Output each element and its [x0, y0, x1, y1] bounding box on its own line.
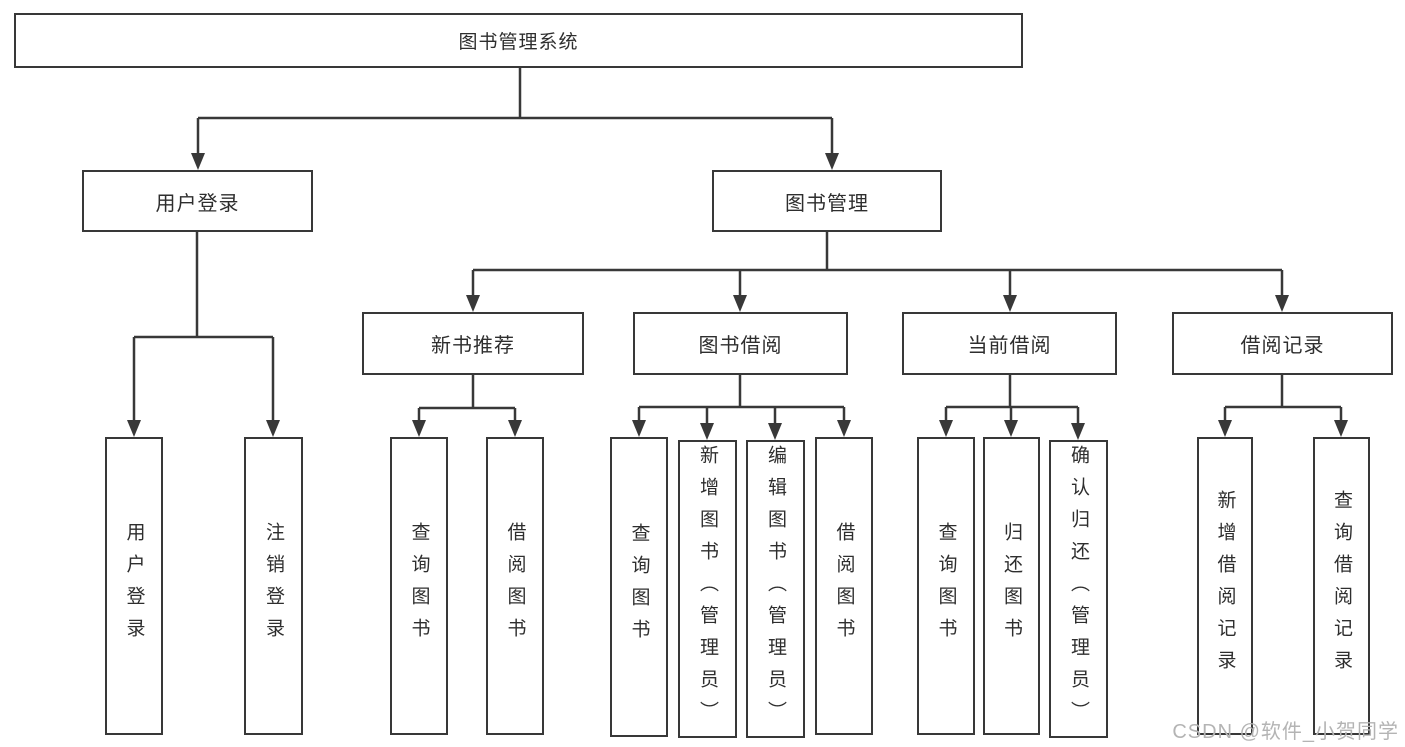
node-label: 新书推荐	[431, 335, 515, 357]
node-book-borrowing: 图书借阅	[633, 312, 848, 375]
node-label: 注销登录	[263, 522, 284, 650]
node-label: 查询图书	[628, 523, 650, 651]
leaf-borrowing-borrow-book: 借阅图书	[815, 437, 873, 735]
node-library-system: 图书管理系统	[14, 13, 1023, 68]
leaf-current-confirm-return-admin: 确认归还（管理员）	[1049, 440, 1108, 738]
leaf-current-return-book: 归还图书	[983, 437, 1040, 735]
node-borrow-records: 借阅记录	[1172, 312, 1393, 375]
leaf-newbook-query-book: 查询图书	[390, 437, 448, 735]
node-label: 查询图书	[408, 522, 430, 650]
leaf-newbook-borrow-book: 借阅图书	[486, 437, 544, 735]
csdn-watermark: CSDN @软件_小贺同学	[1172, 721, 1399, 743]
node-label: 查询图书	[935, 522, 957, 650]
node-label: 借阅图书	[504, 522, 526, 650]
node-label: 用户登录	[123, 522, 145, 650]
node-label: 图书管理系统	[458, 32, 579, 53]
leaf-current-query-book: 查询图书	[917, 437, 975, 735]
node-book-management: 图书管理	[712, 170, 942, 232]
leaf-borrowing-query-book: 查询图书	[610, 437, 668, 737]
node-label: 归还图书	[1001, 522, 1022, 650]
node-label: 借阅记录	[1240, 335, 1325, 357]
node-label: 查询借阅记录	[1331, 490, 1352, 682]
arrowheads	[127, 153, 1348, 440]
leaf-borrowing-edit-book-admin: 编辑图书（管理员）	[746, 440, 805, 738]
node-label: 借阅图书	[833, 522, 855, 650]
node-new-book-recommend: 新书推荐	[362, 312, 584, 375]
node-current-borrowing: 当前借阅	[902, 312, 1117, 375]
node-label: 编辑图书（管理员）	[765, 445, 786, 733]
leaf-user-login: 用户登录	[105, 437, 163, 735]
node-label: 图书借阅	[698, 335, 783, 357]
leaf-records-query-record: 查询借阅记录	[1313, 437, 1370, 735]
leaf-records-add-record: 新增借阅记录	[1197, 437, 1253, 735]
leaf-logout: 注销登录	[244, 437, 303, 735]
node-label: 用户登录	[155, 192, 240, 215]
node-label: 新增图书（管理员）	[697, 445, 718, 733]
leaf-borrowing-add-book-admin: 新增图书（管理员）	[678, 440, 737, 738]
node-label: 当前借阅	[967, 335, 1052, 357]
node-label: 确认归还（管理员）	[1068, 445, 1089, 733]
node-label: 新增借阅记录	[1214, 490, 1236, 682]
node-user-login: 用户登录	[82, 170, 313, 232]
node-label: 图书管理	[785, 192, 869, 215]
